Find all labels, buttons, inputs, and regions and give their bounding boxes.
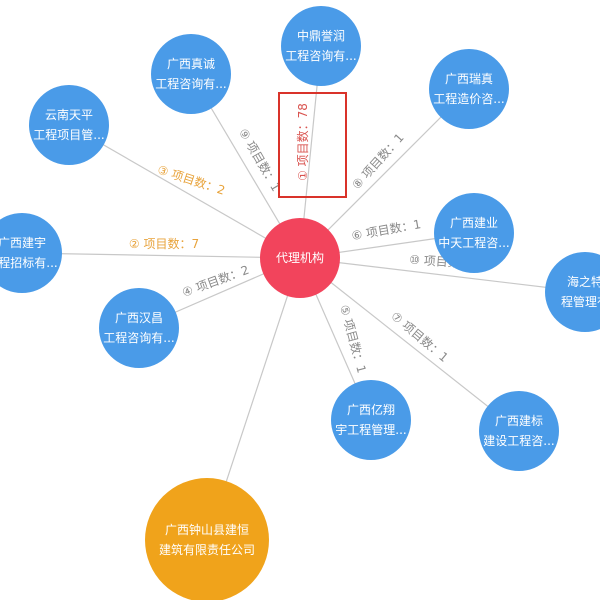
node-label-n10-0: 广西真诚 <box>167 57 215 71</box>
node-label-n1-1: 工程咨询有... <box>285 48 356 63</box>
node-label-n2-0: 广西钟山县建恒 <box>165 522 249 537</box>
node-n1[interactable]: 中鼎誉润工程咨询有... <box>281 6 361 86</box>
node-circle-n10[interactable] <box>151 34 231 114</box>
node-label-n6-0: 广西亿翔 <box>347 402 395 417</box>
center-node[interactable]: 代理机构 <box>260 218 340 298</box>
edge-label-n6: ⑤ 项目数：1 <box>337 303 370 375</box>
edge-label-n8: ⑦ 项目数：1 <box>388 308 451 365</box>
node-circle-n2[interactable] <box>145 478 269 600</box>
node-circle-n9[interactable] <box>429 49 509 129</box>
node-circle-n5[interactable] <box>99 288 179 368</box>
center-node-circle[interactable] <box>260 218 340 298</box>
node-circle-n6[interactable] <box>331 380 411 460</box>
node-n5[interactable]: 广西汉昌工程咨询有... <box>99 288 179 368</box>
edge-label-n9: ⑧ 项目数：1 <box>349 130 407 192</box>
node-n10[interactable]: 广西真诚工程咨询有... <box>151 34 231 114</box>
node-circle-n8[interactable] <box>479 391 559 471</box>
edge-label-n1: ① 项目数：78 <box>295 103 310 181</box>
node-label-n7-1: 中天工程咨... <box>438 235 509 250</box>
node-label-n1-0: 中鼎誉润 <box>297 28 345 43</box>
node-n6[interactable]: 广西亿翔宇工程管理... <box>331 380 411 460</box>
center-node-label: 代理机构 <box>276 250 324 265</box>
node-n3[interactable]: 云南天平工程项目管... <box>29 85 109 165</box>
edge-n4 <box>21 252 301 259</box>
node-label-n2-1: 建筑有限责任公司 <box>159 542 255 557</box>
node-label-n8-0: 广西建标 <box>495 414 543 428</box>
node-circle-n3[interactable] <box>29 85 109 165</box>
edge-n3 <box>68 124 301 259</box>
node-n9[interactable]: 广西瑞真工程造价咨... <box>429 49 509 129</box>
node-circle-n4[interactable] <box>0 213 62 293</box>
node-label-n3-1: 工程项目管... <box>33 127 104 142</box>
node-label-n9-1: 工程造价咨... <box>433 91 504 106</box>
node-label-n10-1: 工程咨询有... <box>155 76 226 91</box>
node-circle-n11[interactable] <box>545 252 600 332</box>
node-label-n3-0: 云南天平 <box>45 107 93 122</box>
node-label-n5-0: 广西汉昌 <box>115 311 163 325</box>
edge-label-n3: ③ 项目数：2 <box>156 162 227 198</box>
edge-n11 <box>299 257 586 293</box>
node-n11[interactable]: 海之特程管理有 <box>545 252 600 332</box>
node-label-n11-1: 程管理有 <box>561 294 600 309</box>
node-label-n4-1: 工程招标有... <box>0 255 58 270</box>
node-circle-n7[interactable] <box>434 193 514 273</box>
edge-label-n10: ⑨ 项目数：1 <box>236 126 284 194</box>
node-circle-n1[interactable] <box>281 6 361 86</box>
node-label-n7-0: 广西建业 <box>450 216 498 230</box>
node-label-n9-0: 广西瑞真 <box>445 72 493 86</box>
node-label-n4-0: 广西建宇 <box>0 236 46 250</box>
node-n7[interactable]: 广西建业中天工程咨... <box>434 193 514 273</box>
edge-label-n7: ⑥ 项目数：1 <box>350 216 422 243</box>
highlight-box <box>278 92 347 198</box>
node-n8[interactable]: 广西建标建设工程咨... <box>479 391 559 471</box>
node-label-n5-1: 工程咨询有... <box>103 330 174 345</box>
node-n4[interactable]: 广西建宇工程招标有... <box>0 213 62 293</box>
node-label-n8-1: 建设工程咨... <box>483 433 554 448</box>
edge-label-n4: ② 项目数：7 <box>129 236 199 251</box>
edge-n8 <box>299 257 520 432</box>
node-label-n6-1: 宇工程管理... <box>335 422 406 437</box>
node-label-n11-0: 海之特 <box>567 274 600 289</box>
